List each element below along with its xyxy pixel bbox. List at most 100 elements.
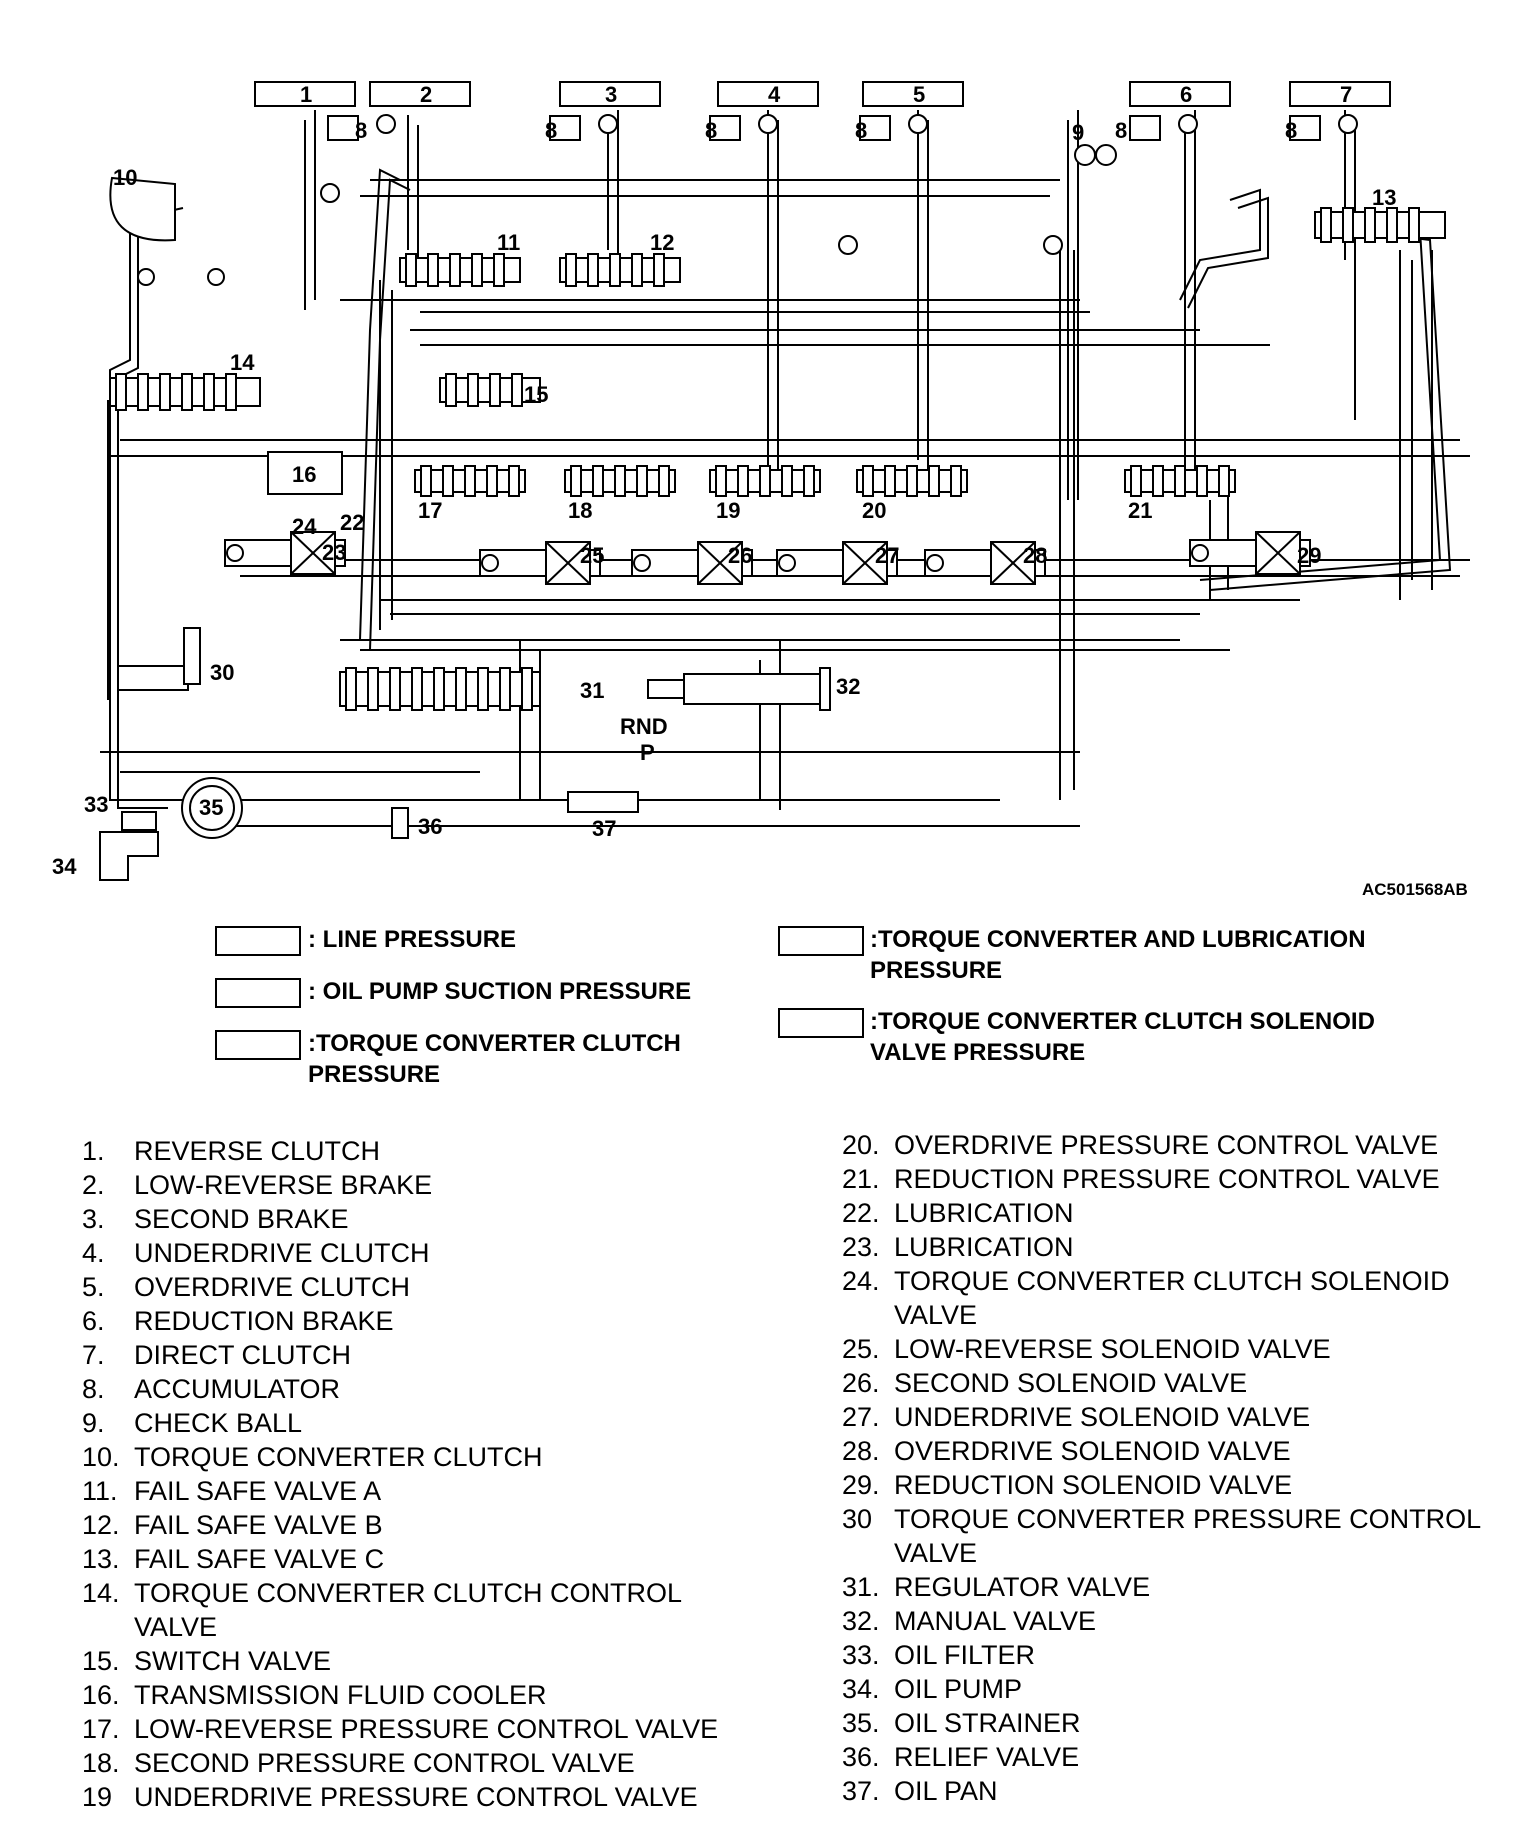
parts-list-item: 29.REDUCTION SOLENOID VALVE [842,1468,1522,1502]
hydraulic-lines [100,110,1470,827]
callout-31: 31 [580,678,604,703]
parts-list-item: 9.CHECK BALL [82,1406,762,1440]
pressure-control-valve-land [715,465,727,497]
oil-strainer-inner [189,785,235,831]
part-number: 27. [842,1402,880,1432]
parts-list-item: 8.ACCUMULATOR [82,1372,762,1406]
solenoid-cross [990,541,1036,585]
part-number: 28. [842,1436,880,1466]
solenoid-orifice [481,554,499,572]
part-number: 20. [842,1130,880,1160]
callout-25: 25 [580,543,604,568]
oil-pan [567,791,639,813]
callout-2: 2 [420,82,432,107]
accumulator [1289,115,1321,141]
fluid-cooler [267,451,343,495]
tc-pressure-control-valve [117,665,189,691]
legend-line: : LINE PRESSURE [308,926,517,953]
check-ball [838,235,858,255]
part-name: LOW-REVERSE SOLENOID VALVE [894,1334,1331,1364]
parts-list-item: 16.TRANSMISSION FLUID COOLER [82,1678,762,1712]
pressure-control-valve-land [928,465,940,497]
callout-8: 8 [545,118,557,143]
regulator-valve-land [521,667,533,711]
callout-8: 8 [1115,118,1127,143]
legend-swatch-suction [215,978,301,1008]
callout-11: 11 [497,230,520,255]
tcc-control-valve-land [225,373,237,411]
switch-valve-land [445,373,457,407]
tcc-control-valve-land [115,373,127,411]
accumulator [1129,115,1161,141]
solenoid-orifice [1191,544,1209,562]
check-ball [1095,144,1117,166]
part-number: 31. [842,1572,880,1602]
parts-list-item: 24.TORQUE CONVERTER CLUTCH SOLENOID VALV… [842,1264,1522,1332]
clutch-brake-box [254,81,356,107]
parts-list-item: 5.OVERDRIVE CLUTCH [82,1270,762,1304]
callout-32: 32 [836,674,860,699]
clutch-brake-box [1129,81,1231,107]
pressure-control-valve-land [570,465,582,497]
part-name: OIL STRAINER [894,1708,1081,1738]
pressure-control-valve-land [1218,465,1230,497]
part-number: 12. [82,1510,120,1540]
part-name: REDUCTION PRESSURE CONTROL VALVE [894,1164,1440,1194]
part-number: 2. [82,1170,105,1200]
parts-list-item: 36.RELIEF VALVE [842,1740,1522,1774]
manual-valve-rod [647,679,689,699]
part-number: 16. [82,1680,120,1710]
switch-valve-land [489,373,501,407]
solenoid-orifice [226,544,244,562]
parts-list-item: 31.REGULATOR VALVE [842,1570,1522,1604]
legend-suction: : OIL PUMP SUCTION PRESSURE [308,978,692,1005]
part-number: 5. [82,1272,105,1302]
tcc-control-valve-land [203,373,215,411]
callout-37: 37 [592,816,616,841]
parts-list-item: 15.SWITCH VALVE [82,1644,762,1678]
part-name: CHECK BALL [134,1408,303,1438]
part-number: 30 [842,1504,873,1534]
part-name: MANUAL VALVE [894,1606,1097,1636]
regulator-valve-land [367,667,379,711]
fail-safe-valve-c-land [1320,207,1332,243]
legend-swatch-tccsol [778,1008,864,1038]
tc-line [109,199,176,801]
part-name: OIL PUMP [894,1674,1023,1704]
pressure-control-valve-land [862,465,874,497]
fail-safe-valve-a-land [405,253,417,287]
pressure-control-valve-land [508,465,520,497]
part-number: 23. [842,1232,880,1262]
part-name: SECOND PRESSURE CONTROL VALVE [134,1748,635,1778]
callout-28: 28 [1023,543,1047,568]
parts-list-item: 4.UNDERDRIVE CLUTCH [82,1236,762,1270]
part-name: REDUCTION SOLENOID VALVE [894,1470,1293,1500]
oil-pump [99,831,159,881]
callout-9: 9 [1072,120,1084,145]
parts-list-item: 26.SECOND SOLENOID VALVE [842,1366,1522,1400]
orifice-check [758,114,778,134]
orifice-check [376,114,396,134]
part-number: 36. [842,1742,880,1772]
pressure-control-valve-land [1196,465,1208,497]
callout-29: 29 [1297,543,1321,568]
legend-lube: :TORQUE CONVERTER AND LUBRICATION PRESSU… [870,926,1366,984]
parts-list-item: 23.LUBRICATION [842,1230,1522,1264]
regulator-valve-land [345,667,357,711]
clutch-brake-box [717,81,819,107]
callout-21: 21 [1128,498,1152,523]
legend-swatch-tcc [215,1030,301,1060]
clutch-brake-box [369,81,471,107]
check-ball [320,183,340,203]
callout-35: 35 [199,795,223,820]
pressure-control-valve-land [1174,465,1186,497]
fail-safe-valve-b-land [565,253,577,287]
callout-30: 30 [210,660,234,685]
pressure-control-valve-land [906,465,918,497]
part-number: 33. [842,1640,880,1670]
parts-list-item: 14.TORQUE CONVERTER CLUTCH CONTROL VALVE [82,1576,762,1644]
parts-list-item: 21.REDUCTION PRESSURE CONTROL VALVE [842,1162,1522,1196]
fail-safe-valve-c-land [1364,207,1376,243]
regulator-valve-land [499,667,511,711]
